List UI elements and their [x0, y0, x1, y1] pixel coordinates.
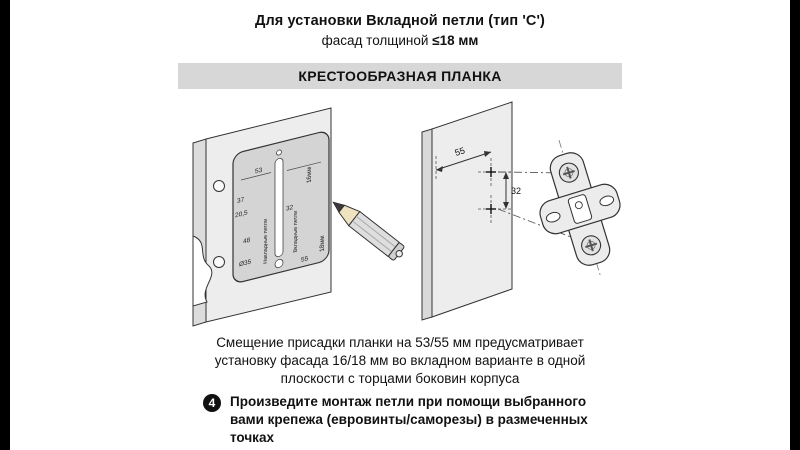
- caption-text: Смещение присадки планки на 53/55 мм пре…: [214, 335, 586, 386]
- page-title: Для установки Вкладной петли (тип 'C'): [255, 13, 545, 29]
- label-37: 37: [237, 196, 245, 205]
- label-48: 48: [243, 237, 251, 246]
- pencil-facet-line: [352, 220, 393, 253]
- pencil-body: [348, 210, 400, 258]
- panel-front-edge: [421, 128, 433, 321]
- pencil-facet-line: [355, 215, 396, 248]
- figure-marking-template: 53 16мм 37 20,5 32 48 Ø35 Вкладные петли…: [192, 107, 405, 327]
- panel-break-cutout: [192, 235, 213, 307]
- right-black-bar: [790, 0, 800, 450]
- plate-slot-right: [599, 195, 615, 207]
- plate-slot-left: [545, 211, 561, 223]
- label-overlay-hinges: Накладные петли: [263, 218, 269, 265]
- marking-template: 53 16мм 37 20,5 32 48 Ø35 Вкладные петли…: [232, 131, 330, 283]
- screw-top: [558, 162, 579, 183]
- pencil-cap-end: [395, 250, 403, 258]
- subtitle-prefix: фасад толщиной: [321, 33, 433, 48]
- step-text: Произведите монтаж петли при помощи выбр…: [230, 394, 588, 445]
- label-55: 55: [454, 145, 467, 158]
- figure-plate-position: 55 32: [421, 101, 621, 321]
- step-number-badge: 4: [203, 394, 221, 412]
- cross-mounting-plate: [539, 140, 621, 278]
- plate-center-window: [567, 194, 593, 224]
- label-53: 53: [255, 167, 263, 176]
- dim-55-arrow-right: [484, 151, 491, 157]
- label-20-5: 20,5: [235, 209, 248, 219]
- dim-32-arrow-bottom: [503, 202, 509, 209]
- panel-face: [431, 101, 513, 318]
- dim-55-arrow-left: [436, 166, 443, 172]
- drill-point-bottom: [478, 195, 512, 223]
- drill-point-top: [478, 158, 512, 186]
- panel-hole-top: [213, 180, 225, 192]
- panel-hole-bottom: [213, 256, 225, 268]
- label-dia35: Ø35: [239, 258, 252, 268]
- header: Для установки Вкладной петли (тип 'C') ф…: [0, 13, 800, 48]
- section-banner-label: КРЕСТООБРАЗНАЯ ПЛАНКА: [298, 68, 502, 84]
- section-banner: КРЕСТООБРАЗНАЯ ПЛАНКА: [178, 63, 622, 89]
- plate-center-hole: [574, 201, 583, 210]
- screw-bottom: [581, 235, 602, 256]
- template-hole-small: [276, 149, 282, 156]
- page-subtitle: фасад толщиной ≤18 мм: [0, 33, 800, 48]
- dim-55-line: [435, 151, 492, 171]
- template-hole-large: [274, 258, 284, 269]
- step-4: 4 Произведите монтаж петли при помощи вы…: [203, 393, 603, 447]
- leader-top: [497, 171, 568, 174]
- left-black-bar: [0, 0, 10, 450]
- template-dim-line-2: [287, 161, 321, 171]
- template-dim-line-1: [241, 172, 271, 181]
- label-16mm: 16мм: [306, 165, 313, 183]
- label-inset-hinges: Вкладные петли: [293, 210, 299, 253]
- label-55-left: 55: [301, 255, 309, 264]
- label-32: 32: [286, 204, 294, 213]
- pencil: [332, 201, 405, 261]
- label-18mm: 18мм: [319, 234, 326, 252]
- subtitle-thickness: ≤18 мм: [432, 33, 479, 48]
- dim-32-arrow-top: [503, 172, 509, 179]
- template-slot: [274, 157, 284, 258]
- label-32: 32: [511, 186, 521, 196]
